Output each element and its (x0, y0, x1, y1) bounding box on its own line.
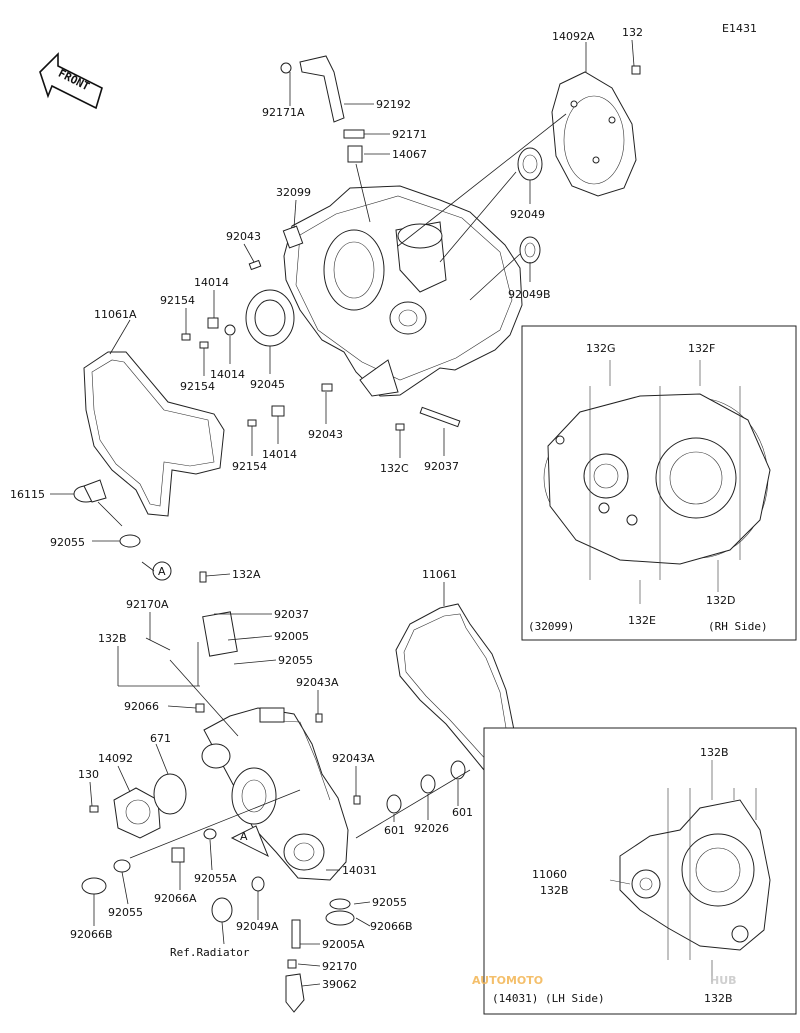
callout-92026: 92026 (414, 822, 449, 835)
callout-14067: 14067 (392, 148, 427, 161)
callout-132C: 132C (380, 462, 409, 475)
callout-92066B-a: 92066B (370, 920, 413, 933)
callout-92049A: 92049A (236, 920, 279, 933)
callout-14014-a: 14014 (194, 276, 229, 289)
inset-lh-caption: (14031) (LH Side) (492, 992, 605, 1005)
callout-14014-c: 14014 (262, 448, 297, 461)
callout-14014-b: 14014 (210, 368, 245, 381)
callout-92055-d: 92055 (372, 896, 407, 909)
inset-rh-caption-left: (32099) (528, 620, 574, 633)
ref-mark-a-2: A (230, 825, 269, 858)
ref-mark-a-1: A (152, 561, 172, 581)
callout-92005: 92005 (274, 630, 309, 643)
front-direction-arrow: FRONT (39, 52, 103, 110)
callout-671: 671 (150, 732, 171, 745)
callout-92154-a: 92154 (160, 294, 195, 307)
oring-671 (153, 773, 187, 815)
watermark-text-a: AUTOMOTO (472, 974, 543, 987)
callout-11061A: 11061A (94, 308, 137, 321)
cover-14092 (113, 787, 161, 839)
callout-92055A: 92055A (194, 872, 237, 885)
callout-14092A: 14092A (552, 30, 595, 43)
callout-92043A-b: 92043A (332, 752, 375, 765)
watermark-text: AUTOMOTO HUB (472, 974, 737, 987)
callout-92055-a: 92055 (50, 536, 85, 549)
callout-92066A: 92066A (154, 892, 197, 905)
lower-small-parts (81, 571, 466, 1013)
cover-14092A (551, 71, 637, 197)
seal-92049 (517, 147, 543, 181)
callout-601-a: 601 (452, 806, 473, 819)
watermark-text-b: HUB (710, 974, 737, 987)
callout-92045: 92045 (250, 378, 285, 391)
callout-14031: 14031 (342, 864, 377, 877)
dipstick-16115 (73, 479, 141, 548)
inset-lh-label-132B-mid: 132B (540, 884, 569, 897)
inset-lh-label-11060: 11060 (532, 868, 567, 881)
callout-92043-b: 92043 (308, 428, 343, 441)
callout-92171: 92171 (392, 128, 427, 141)
ref-mark-a-2-text: A (240, 830, 248, 843)
callout-92043-a: 92043 (226, 230, 261, 243)
callout-601-b: 601 (384, 824, 405, 837)
callout-92066: 92066 (124, 700, 159, 713)
callout-92055-c: 92055 (108, 906, 143, 919)
callout-132B-a: 132B (98, 632, 127, 645)
generator-cover-lh (201, 707, 349, 881)
callout-16115: 16115 (10, 488, 45, 501)
callout-92170: 92170 (322, 960, 357, 973)
ref-mark-a-1-text: A (158, 565, 166, 578)
gasket-11061A (83, 351, 225, 517)
inset-lh-side: 132B 11060 132B 132B (14031) (LH Side) (483, 727, 797, 1015)
callout-92170A: 92170A (126, 598, 169, 611)
callout-92192: 92192 (376, 98, 411, 111)
diagram-id: E1431 (722, 22, 757, 35)
callout-92049: 92049 (510, 208, 545, 221)
callout-39062: 39062 (322, 978, 357, 991)
callout-14092: 14092 (98, 752, 133, 765)
callout-labels: 132 14092A 92171A 92192 92171 14067 3209… (10, 26, 643, 991)
callout-92049B: 92049B (508, 288, 551, 301)
callout-130: 130 (78, 768, 99, 781)
inset-rh-label-132E: 132E (628, 614, 656, 627)
callout-92066B-b: 92066B (70, 928, 113, 941)
upper-fasteners (181, 65, 641, 431)
inset-rh-label-132G: 132G (586, 342, 616, 355)
callout-92043A-a: 92043A (296, 676, 339, 689)
callout-92037-a: 92037 (424, 460, 459, 473)
breather-hose (280, 55, 365, 163)
callout-132A: 132A (232, 568, 261, 581)
callout-92171A: 92171A (262, 106, 305, 119)
callout-92005A: 92005A (322, 938, 365, 951)
inset-rh-caption-right: (RH Side) (708, 620, 768, 633)
callout-132-top: 132 (622, 26, 643, 39)
callout-92154-c: 92154 (232, 460, 267, 473)
callout-92055-b: 92055 (278, 654, 313, 667)
callout-32099: 32099 (276, 186, 311, 199)
callout-ref-radiator: Ref.Radiator (170, 946, 250, 959)
inset-lh-label-132B-bottom: 132B (704, 992, 733, 1005)
inset-rh-label-132F: 132F (688, 342, 715, 355)
inset-lh-label-132B-top: 132B (700, 746, 729, 759)
clutch-cover-rh (282, 185, 523, 397)
leader-lines (50, 39, 635, 987)
inset-rh-label-132D: 132D (706, 594, 735, 607)
seal-92049B (519, 236, 541, 264)
oil-seal-92045 (245, 289, 295, 347)
callout-92154-b: 92154 (180, 380, 215, 393)
callout-92037-b: 92037 (274, 608, 309, 621)
inset-rh-side: 132G 132F 132E 132D (32099) (RH Side) (521, 325, 797, 641)
callout-11061: 11061 (422, 568, 457, 581)
